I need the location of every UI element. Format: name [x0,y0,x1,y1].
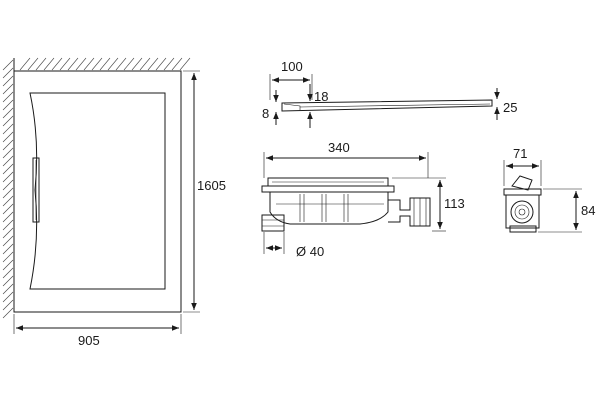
dim-71: 71 [513,146,527,161]
hatch-line [163,57,175,71]
hatch-line [147,57,159,71]
dim-100: 100 [281,59,303,74]
hatch-line [2,291,14,303]
hatch-line [2,195,14,207]
hatch-line [2,203,14,215]
hatch-line [2,139,14,151]
tray-profile: 100 18 8 25 [262,59,517,128]
hatch-line [2,283,14,295]
hatch-line [2,67,14,79]
plan-view: 1605 905 [2,57,226,348]
dim-905: 905 [78,333,100,348]
hatch-line [179,57,191,71]
drain-end-body [505,194,540,229]
hatch-line [2,75,14,87]
hatch-line [2,155,14,167]
hatch-line [67,57,79,71]
drain-end-view: 71 84 [503,146,595,233]
hatch-line [2,243,14,255]
hatch-line [171,57,183,71]
hatch-line [27,57,39,71]
hatch-line [43,57,55,71]
hatch-line [2,115,14,127]
tray-basin [29,92,166,290]
hatch-line [2,59,14,71]
hatch-line [2,235,14,247]
drain-body [269,191,389,225]
hatch-line [115,57,127,71]
dim-outlet-diameter: Ø 40 [296,244,324,259]
hatch-line [2,83,14,95]
hatch-line [35,57,47,71]
hatch-line [2,107,14,119]
wall-hatch-top [19,57,191,71]
hatch-line [131,57,143,71]
dim-18: 18 [314,89,328,104]
dim-25: 25 [503,100,517,115]
hatch-line [2,299,14,311]
drain-channel [32,157,40,223]
dim-113: 113 [444,196,465,211]
hatch-line [19,57,31,71]
hatch-line [123,57,135,71]
hatch-line [99,57,111,71]
hatch-line [2,219,14,231]
dim-8: 8 [262,106,269,121]
tray-outline [13,70,182,313]
hatch-line [2,259,14,271]
dim-1605: 1605 [197,178,226,193]
wall-hatch-left [2,59,14,319]
dim-340: 340 [328,140,350,155]
hatch-line [2,275,14,287]
hatch-line [2,99,14,111]
hatch-line [2,131,14,143]
hatch-line [2,187,14,199]
hatch-line [2,91,14,103]
dim-84: 84 [581,203,595,218]
hatch-line [2,163,14,175]
hatch-line [2,179,14,191]
hatch-line [75,57,87,71]
hatch-line [2,267,14,279]
hatch-line [2,123,14,135]
hatch-line [2,171,14,183]
hatch-line [83,57,95,71]
hatch-line [51,57,63,71]
hatch-line [59,57,71,71]
hatch-line [2,211,14,223]
hatch-line [155,57,167,71]
hatch-line [2,227,14,239]
hatch-line [91,57,103,71]
hatch-line [2,251,14,263]
hatch-line [139,57,151,71]
drain-side-view: 340 113 Ø 40 [261,140,465,259]
hatch-line [2,147,14,159]
hatch-line [2,307,14,319]
hatch-line [107,57,119,71]
tray-profile-slab [281,99,493,112]
